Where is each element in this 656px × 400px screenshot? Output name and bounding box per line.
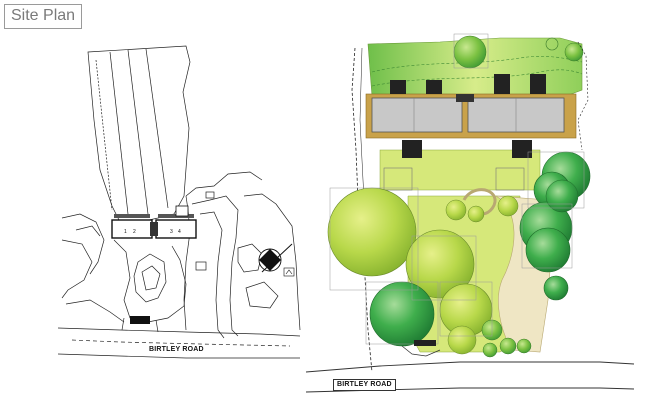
tree-mid-1 [445,199,467,221]
tree-rear-2 [564,42,584,62]
page-title: Site Plan [4,4,83,29]
central-link [456,94,474,102]
building-units-1-2 [111,219,153,239]
tree-small-4 [516,338,532,354]
tree-small-1 [447,325,477,355]
building-units-3-4 [155,219,197,239]
tree-large-west [327,187,417,277]
tree-east-4 [525,227,571,273]
roof-building-west [371,97,463,133]
north-arrow-icon [258,243,295,277]
tree-east-6 [545,179,579,213]
canopy-grid [329,33,585,345]
dormer-1 [390,80,406,94]
unit-number-2: 2 [133,229,136,235]
unit-number-4: 4 [178,229,181,235]
driveway-turn [462,188,497,216]
right-landscape-plan [305,33,635,393]
road-edge-north [305,361,635,373]
roof-strip-a [114,214,150,218]
dormer-2 [426,80,442,94]
tree-east-5 [543,275,569,301]
tree-small-5 [482,342,498,358]
stair-block-2 [512,140,532,158]
left-plan-buildings: 1 2 3 4 [111,205,197,324]
road-label-left-plan: BIRTLEY ROAD [149,346,204,353]
dormer-3 [494,74,510,94]
left-plan-linework [57,45,301,359]
tree-small-3 [499,337,517,355]
dormer-4 [530,74,546,94]
site-entrance [414,340,436,346]
entrance-gate [130,316,150,324]
tree-mid-2 [467,205,485,223]
tree-rear-1 [453,35,487,69]
garage-block [175,205,189,217]
tree-large-south [369,281,435,347]
road-label-right-plan: BIRTLEY ROAD [333,379,396,391]
tree-rear-3 [545,37,559,51]
unit-number-1: 1 [124,229,127,235]
stair-block-1 [402,140,422,158]
unit-number-3: 3 [170,229,173,235]
link-block [150,222,158,236]
tree-mid-3 [497,195,519,217]
